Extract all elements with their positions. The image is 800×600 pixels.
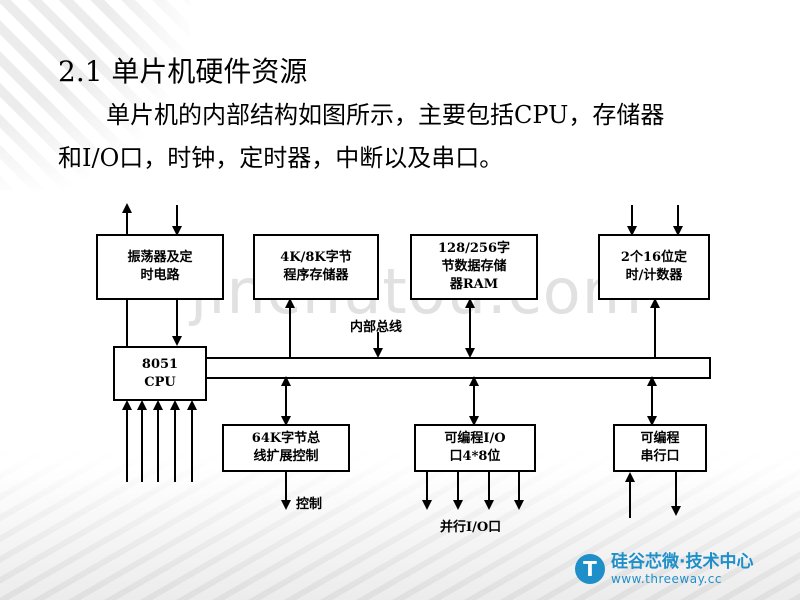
- logo-t-icon: T: [575, 554, 605, 584]
- programmable-io-block: 可编程I/O 口4*8位: [414, 424, 536, 472]
- program-memory-block: 4K/8K字节 程序存储器: [253, 234, 379, 300]
- paragraph-line-1: 单片机的内部结构如图所示，主要包括CPU，存储器: [106, 101, 665, 129]
- internal-bus: [204, 357, 711, 379]
- parallel-io-label: 并行I/O口: [440, 520, 502, 535]
- bus-label: 内部总线: [350, 320, 403, 335]
- corner-decoration: [0, 0, 190, 190]
- cpu-block: 8051 CPU: [113, 346, 207, 401]
- serial-port-block: 可编程 串行口: [613, 424, 707, 472]
- logo-chinese-name: 硅谷芯微·技术中心: [611, 552, 754, 572]
- timer-counter-block: 2个16位定 时/计数器: [598, 234, 710, 300]
- logo-url: www.threeway.cc: [611, 572, 722, 586]
- brand-logo: T 硅谷芯微·技术中心 www.threeway.cc: [575, 552, 753, 586]
- bottom-decoration: [0, 450, 800, 600]
- bus-expansion-block: 64K字节总 线扩展控制: [222, 424, 350, 472]
- paragraph-line-2: 和I/O口，时钟，定时器，中断以及串口。: [58, 144, 504, 172]
- oscillator-block: 振荡器及定 时电路: [96, 234, 224, 300]
- data-memory-block: 128/256字 节数据存储 器RAM: [410, 234, 538, 300]
- slide-title: 2.1 单片机硬件资源: [58, 55, 308, 88]
- control-label: 控制: [296, 497, 323, 512]
- slide-paragraph: 单片机的内部结构如图所示，主要包括CPU，存储器 和I/O口，时钟，定时器，中断…: [58, 94, 748, 180]
